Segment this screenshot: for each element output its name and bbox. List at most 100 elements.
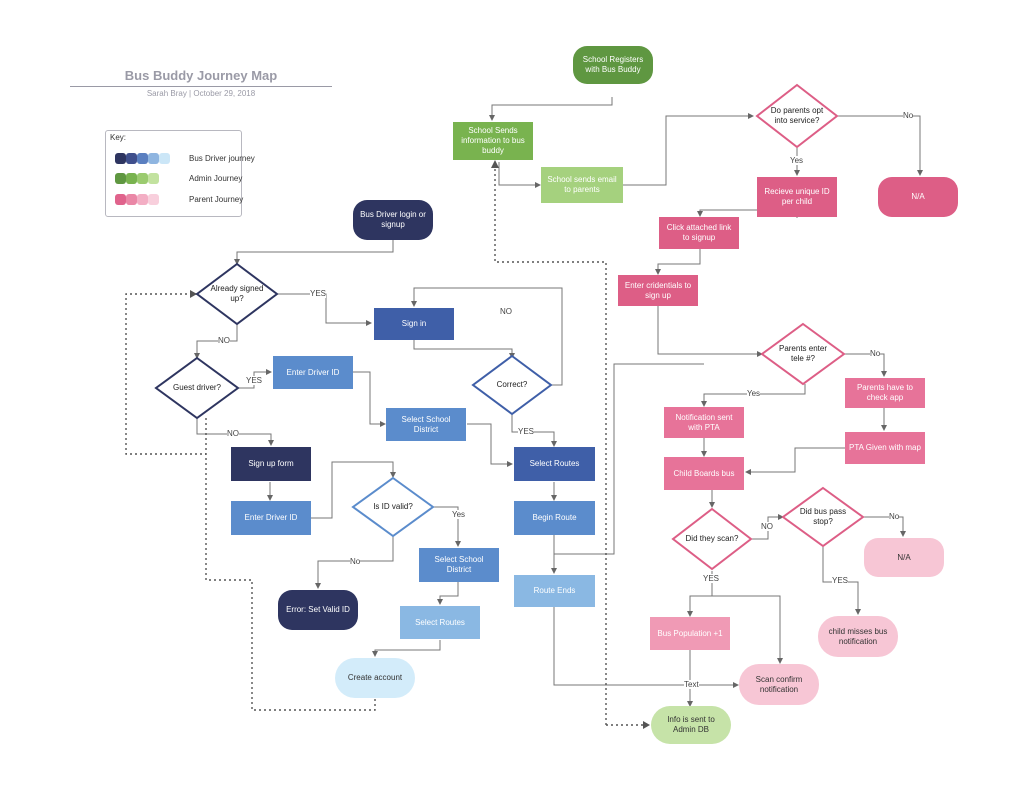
label-already-signed: Already signed up? [210, 284, 264, 303]
legend-label-parent: Parent Journey [189, 195, 244, 204]
node-error-valid-id[interactable]: Error: Set Valid ID [278, 590, 358, 630]
edge-signed-yes [277, 293, 372, 326]
node-school-sends-info[interactable]: School Sends information to bus buddy [453, 122, 533, 160]
node-scan-confirm[interactable]: Scan confirm notification [739, 664, 819, 705]
label-pass-stop: Did bus pass stop? [799, 507, 847, 526]
legend-swatch [137, 194, 148, 205]
edge-signin-to-correct [413, 340, 515, 359]
node-credentials[interactable]: Enter cridentials to sign up [618, 275, 698, 306]
edge-link-to-credentials [655, 249, 701, 275]
node-info-sent-admin[interactable]: Info is sent to Admin DB [651, 706, 731, 744]
node-child-boards[interactable]: Child Boards bus [664, 457, 744, 490]
node-na-2[interactable]: N/A [864, 538, 944, 577]
diamond-enter-tele [760, 322, 846, 386]
label-opt-in: Do parents opt into service? [770, 106, 824, 125]
legend-key: Key: Bus Driver journey Admin Journey Pa… [105, 130, 255, 217]
edge-label-yes: YES [518, 427, 535, 436]
edge-district-to-routes [467, 423, 513, 467]
edge-login-to-signed [234, 240, 394, 265]
edge-label-no: No [903, 111, 914, 120]
legend-swatch [126, 194, 137, 205]
edge-label-yes: Yes [747, 389, 761, 398]
node-select-routes-2[interactable]: Select Routes [400, 606, 480, 639]
edge-label-no: No [870, 349, 881, 358]
edge-label-yes: YES [703, 574, 720, 583]
edge-optin-no [837, 115, 923, 176]
edge-begin-to-boards [554, 363, 704, 555]
edge-label-yes: YES [310, 289, 327, 298]
legend-label-admin: Admin Journey [189, 174, 243, 183]
label-enter-tele: Parents enter tele #? [778, 344, 828, 363]
label-guest-driver: Guest driver? [172, 383, 222, 392]
dotted-arrow-admin [643, 721, 650, 729]
label-id-valid: Is ID valid? [373, 502, 413, 511]
edge-driverid-to-district [352, 371, 386, 427]
node-enter-driver-id[interactable]: Enter Driver ID [273, 356, 353, 389]
edge-valid-yes [433, 506, 461, 547]
node-begin-route[interactable]: Begin Route [514, 501, 595, 535]
node-unique-id[interactable]: Recieve unique ID per child [757, 177, 837, 217]
edge-scan-yes [687, 571, 713, 617]
edge-ptamap-to-boards [745, 447, 847, 475]
legend-swatch [115, 173, 126, 184]
edge-label-yes: Yes [452, 510, 466, 519]
legend-title: Key: [110, 133, 127, 142]
node-driver-login[interactable]: Bus Driver login or signup [353, 200, 433, 240]
dotted-error-loop [125, 293, 206, 455]
edge-email-to-optin [622, 113, 754, 186]
node-enter-driver-id-2[interactable]: Enter Driver ID [231, 501, 311, 535]
node-na-1[interactable]: N/A [878, 177, 958, 217]
node-select-school-district-2[interactable]: Select School District [419, 548, 499, 582]
label-correct: Correct? [496, 380, 528, 389]
node-select-school-district-1[interactable]: Select School District [386, 408, 466, 441]
edge-label-no: NO [227, 429, 239, 438]
edge-registers-to-sends-info [489, 97, 613, 121]
edge-label-yes: YES [246, 376, 263, 385]
dotted-guest-loop [205, 418, 376, 711]
node-click-link[interactable]: Click attached link to signup [659, 217, 739, 249]
node-check-app[interactable]: Parents have to check app [845, 378, 925, 408]
node-school-registers[interactable]: School Registers with Bus Buddy [573, 46, 653, 84]
legend-swatch [159, 153, 170, 164]
node-notification-pta[interactable]: Notification sent with PTA [664, 407, 744, 438]
edge-scan-yes-confirm [712, 595, 783, 664]
diamond-already-signed [195, 262, 279, 326]
node-sign-in[interactable]: Sign in [374, 308, 454, 340]
legend-swatch [115, 194, 126, 205]
edge-label-no: No [350, 557, 361, 566]
page-subtitle: Sarah Bray | October 29, 2018 [146, 89, 256, 98]
legend-swatch [137, 153, 148, 164]
node-pta-map[interactable]: PTA Given with map [845, 432, 925, 464]
node-school-sends-email[interactable]: School sends email to parents [541, 167, 623, 203]
label-did-scan: Did they scan? [685, 534, 739, 543]
edge-credentials-to-tele [657, 306, 763, 357]
edge-label-no: NO [761, 522, 773, 531]
edge-label-yes: YES [832, 576, 849, 585]
diamond-correct [471, 354, 553, 416]
node-select-routes-1[interactable]: Select Routes [514, 447, 595, 481]
edge-enterid-to-valid [311, 461, 396, 519]
node-create-account[interactable]: Create account [335, 658, 415, 698]
legend-swatch [115, 153, 126, 164]
diamond-id-valid [351, 476, 435, 538]
node-bus-population[interactable]: Bus Population +1 [650, 617, 730, 650]
dotted-arrow-signed [190, 290, 197, 298]
legend-swatch [148, 194, 159, 205]
edge-signed-no [194, 324, 238, 359]
edge-ends-to-confirm [553, 607, 739, 688]
node-child-misses[interactable]: child misses bus notification [818, 616, 898, 657]
edge-pass-no [863, 516, 906, 537]
dotted-arrow-info [491, 160, 499, 168]
edge-district2-to-routes2 [437, 582, 459, 605]
legend-label-driver: Bus Driver journey [189, 154, 255, 163]
legend-swatch [148, 153, 159, 164]
node-sign-up-form[interactable]: Sign up form [231, 447, 311, 481]
legend-swatch [126, 173, 137, 184]
diamond-guest-driver [154, 356, 240, 420]
edge-correct-no [411, 287, 563, 386]
node-route-ends[interactable]: Route Ends [514, 575, 595, 607]
edge-label-yes: Yes [790, 156, 804, 165]
diamond-pass-stop [781, 486, 865, 548]
legend-swatch [148, 173, 159, 184]
